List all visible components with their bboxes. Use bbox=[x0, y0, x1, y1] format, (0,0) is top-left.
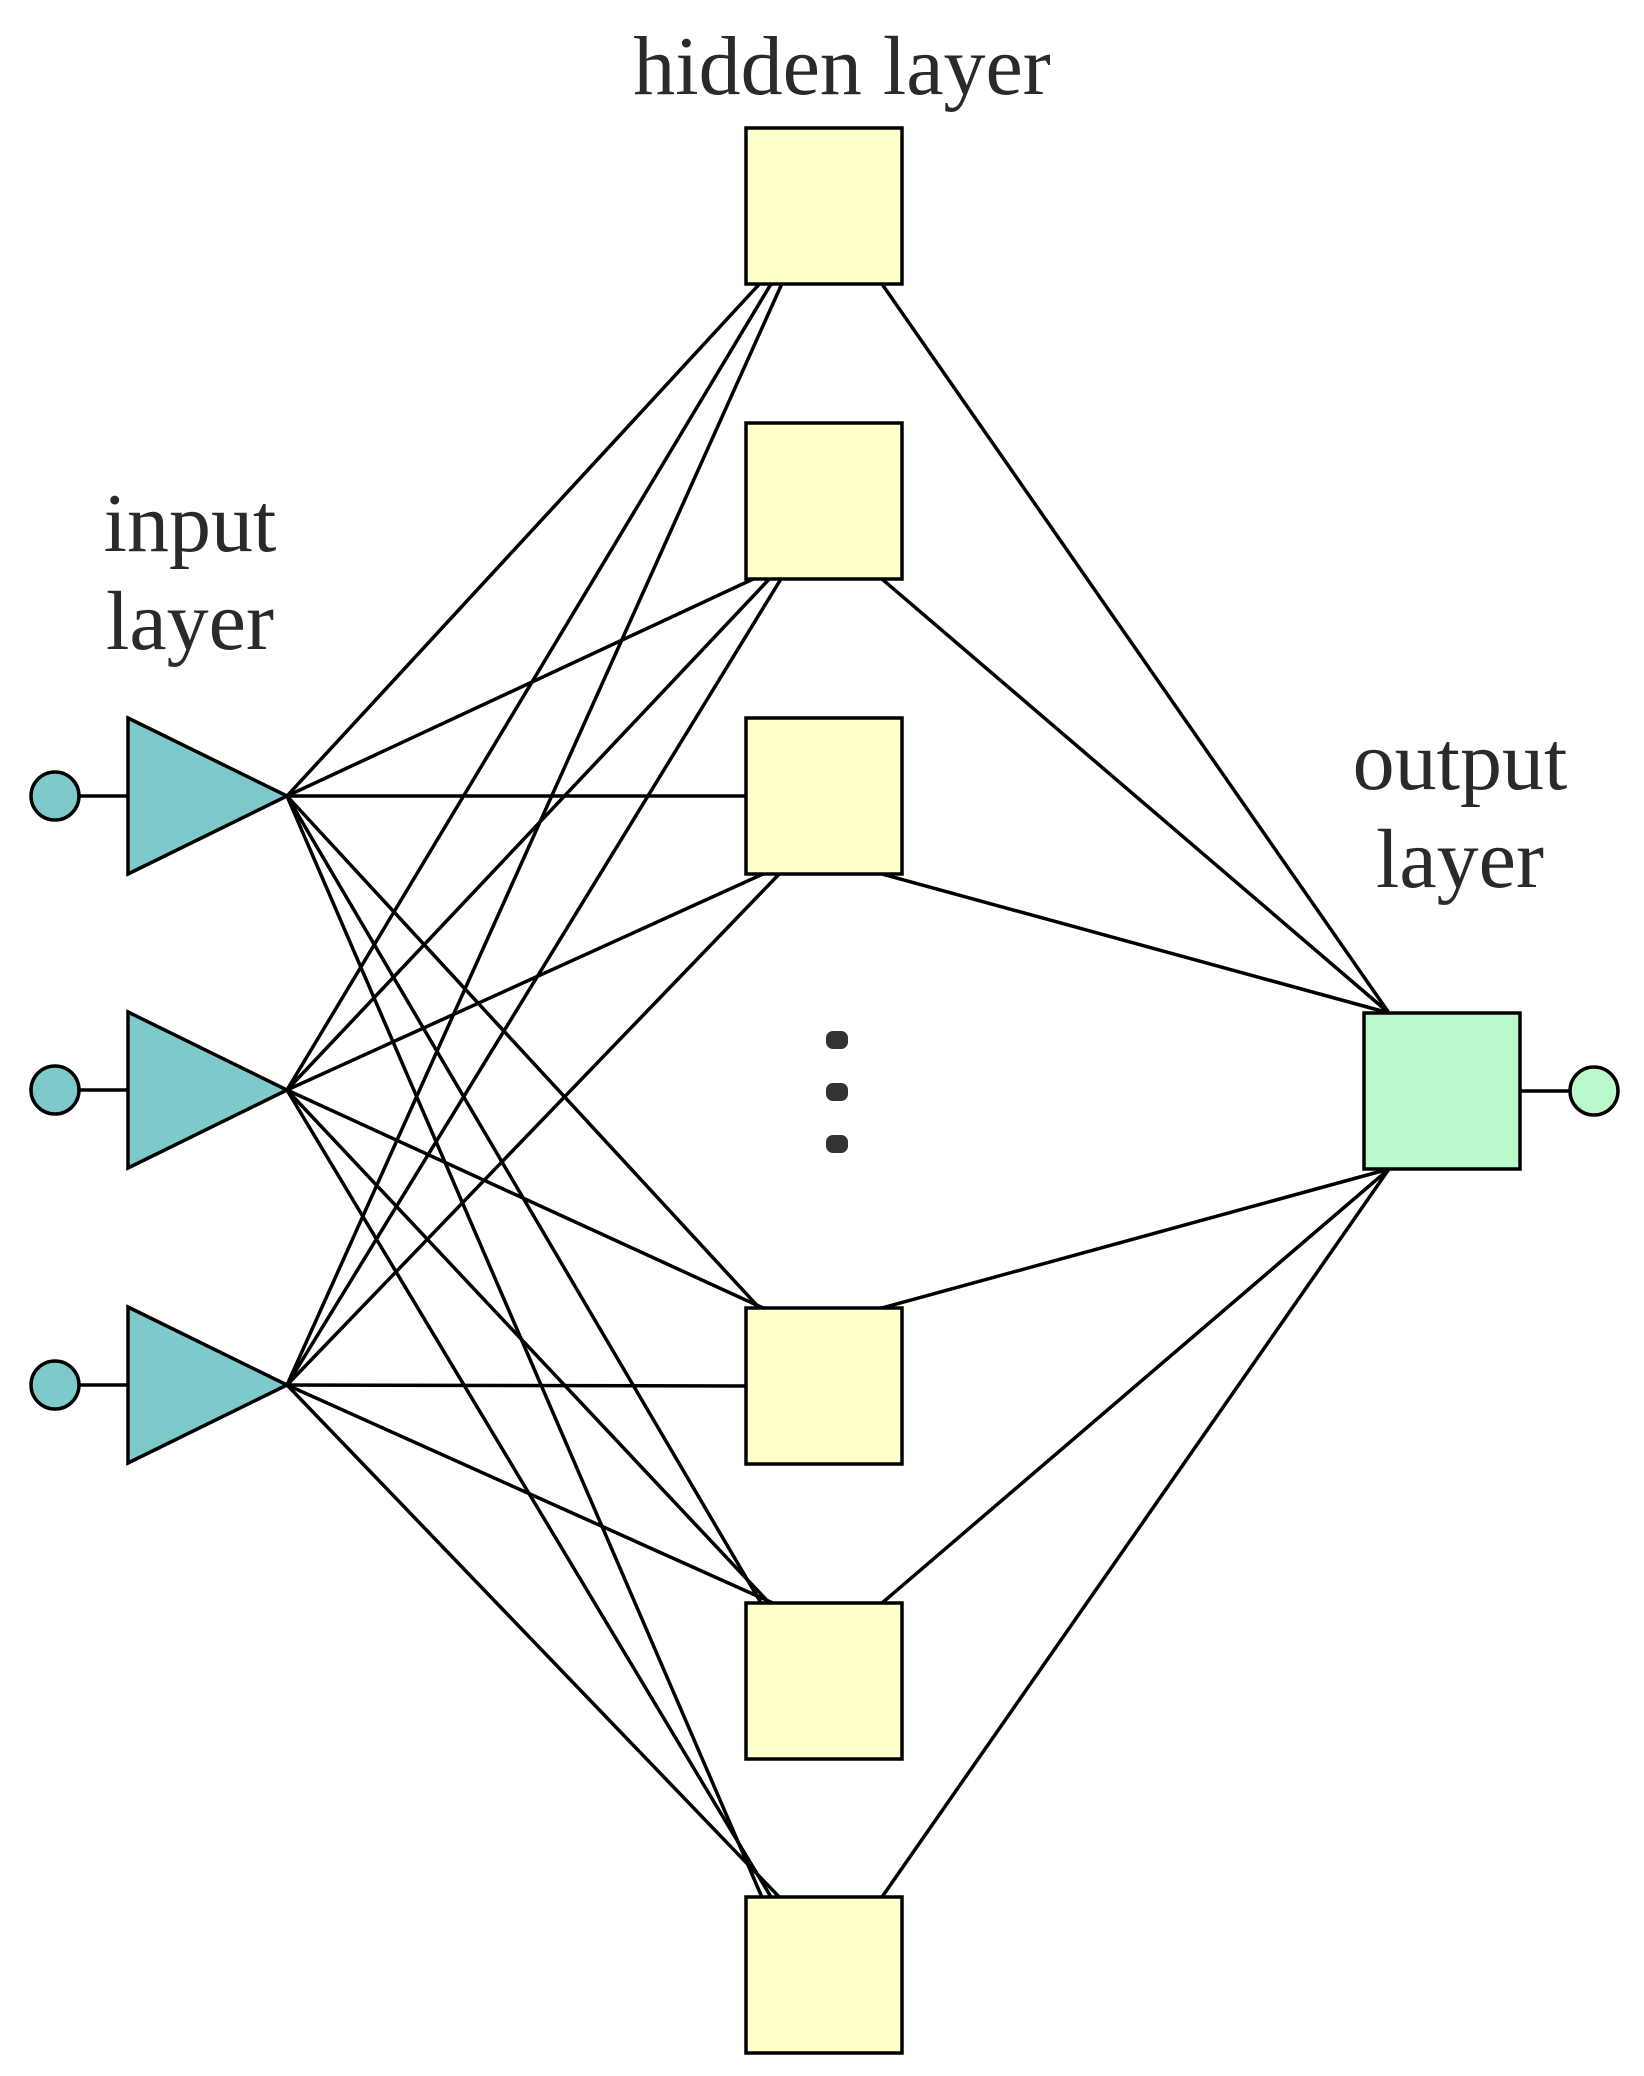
hidden-layer-label-text: hidden layer bbox=[633, 20, 1051, 113]
output-terminal-circle bbox=[1568, 1065, 1620, 1117]
hidden-output-edge bbox=[881, 872, 1390, 1015]
input-hidden-edge bbox=[285, 278, 786, 1386]
input-hidden-edge bbox=[285, 278, 776, 1091]
input-hidden-edge bbox=[286, 867, 775, 1092]
input-hidden-edge bbox=[285, 867, 786, 1387]
input-terminal-circle bbox=[29, 1359, 81, 1411]
input-hidden-edge bbox=[285, 1383, 786, 1904]
input-terminal-circle bbox=[29, 770, 81, 822]
ellipsis-dot bbox=[826, 1083, 848, 1101]
hidden-node bbox=[744, 126, 904, 286]
hidden-output-edge bbox=[880, 1167, 1391, 1605]
connections bbox=[285, 277, 1391, 1904]
hidden-output-edge bbox=[881, 1167, 1390, 1310]
hidden-layer-label: hidden layer bbox=[522, 18, 1162, 116]
input-hidden-edge bbox=[286, 572, 765, 798]
hidden-output-edge bbox=[880, 283, 1391, 1014]
input-layer-label-line-2: layer bbox=[106, 575, 274, 669]
output-layer-label-line-1: output bbox=[1352, 715, 1568, 808]
hidden-output-edge bbox=[880, 577, 1391, 1015]
input-hidden-edge bbox=[286, 1383, 785, 1610]
hidden-output-edge bbox=[880, 1167, 1391, 1899]
input-hidden-edge bbox=[285, 1088, 776, 1610]
hidden-node bbox=[744, 421, 904, 581]
output-layer-label: output layer bbox=[1280, 713, 1640, 910]
input-hidden-edge bbox=[285, 277, 766, 798]
output-layer-label-line-2: layer bbox=[1376, 813, 1544, 907]
input-node-triangle bbox=[126, 715, 291, 877]
input-hidden-edge bbox=[286, 1088, 775, 1315]
input-layer-label: input layer bbox=[40, 475, 340, 672]
hidden-node bbox=[744, 1306, 904, 1466]
input-node-triangle bbox=[126, 1009, 291, 1171]
input-hidden-edge bbox=[285, 795, 766, 1609]
input-layer-label-line-1: input bbox=[103, 477, 277, 570]
hidden-node bbox=[744, 1895, 904, 2055]
input-hidden-edge bbox=[285, 573, 786, 1386]
output-node bbox=[1362, 1011, 1522, 1171]
nodes bbox=[29, 126, 1620, 2055]
input-hidden-edge bbox=[285, 572, 776, 1092]
input-hidden-edge bbox=[285, 794, 766, 1315]
input-hidden-edge bbox=[285, 795, 766, 1903]
ellipsis-dot bbox=[826, 1135, 848, 1153]
ellipsis-dot bbox=[826, 1031, 848, 1049]
hidden-node bbox=[744, 1601, 904, 1761]
input-node-triangle bbox=[126, 1304, 291, 1466]
input-terminal-circle bbox=[29, 1064, 81, 1116]
input-hidden-edge bbox=[286, 1383, 747, 1388]
hidden-node bbox=[744, 716, 904, 876]
